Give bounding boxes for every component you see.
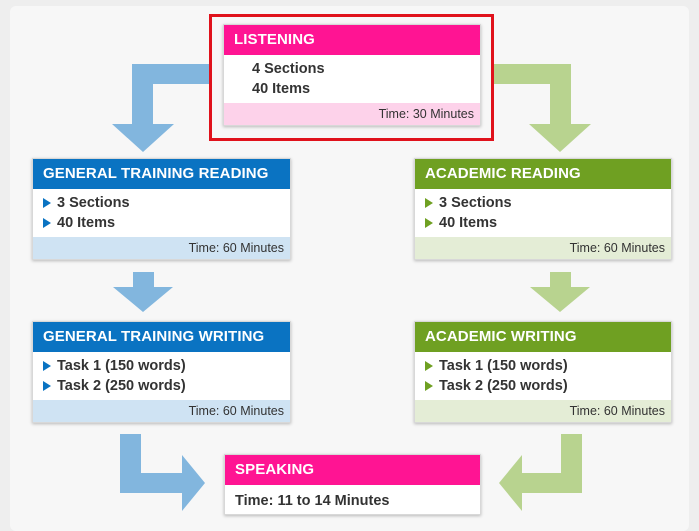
triangle-bullet-icon xyxy=(43,381,51,391)
gt-writing-time: Time: 60 Minutes xyxy=(33,400,290,422)
triangle-bullet-icon xyxy=(425,361,433,371)
gt-writing-title: GENERAL TRAINING WRITING xyxy=(33,322,290,352)
triangle-bullet-icon xyxy=(43,361,51,371)
list-item: 40 Items xyxy=(43,213,280,233)
arrow-gt-reading-to-gt-writing xyxy=(113,272,173,312)
gt-reading-box: GENERAL TRAINING READING 3 Sections 40 I… xyxy=(32,158,291,260)
academic-reading-time: Time: 60 Minutes xyxy=(415,237,671,259)
academic-writing-time: Time: 60 Minutes xyxy=(415,400,671,422)
academic-reading-title: ACADEMIC READING xyxy=(415,159,671,189)
triangle-bullet-icon xyxy=(425,218,433,228)
arrow-listening-to-academic-reading xyxy=(494,64,591,152)
arrow-gt-writing-to-speaking xyxy=(120,434,205,511)
speaking-time: Time: 11 to 14 Minutes xyxy=(235,493,390,509)
triangle-bullet-icon xyxy=(43,198,51,208)
triangle-bullet-icon xyxy=(425,381,433,391)
academic-writing-box: ACADEMIC WRITING Task 1 (150 words) Task… xyxy=(414,321,672,423)
speaking-box: SPEAKING Time: 11 to 14 Minutes xyxy=(224,454,481,515)
arrow-academic-writing-to-speaking xyxy=(499,434,582,511)
list-item: 3 Sections xyxy=(43,193,280,213)
arrow-listening-to-gt-reading xyxy=(112,64,210,152)
list-item: Task 2 (250 words) xyxy=(425,376,661,396)
list-item: 3 Sections xyxy=(425,193,661,213)
list-item: 40 Items xyxy=(425,213,661,233)
listening-items: 40 Items xyxy=(252,81,311,97)
gt-writing-box: GENERAL TRAINING WRITING Task 1 (150 wor… xyxy=(32,321,291,423)
triangle-bullet-icon xyxy=(425,198,433,208)
list-item: Task 1 (150 words) xyxy=(43,356,280,376)
gt-reading-title: GENERAL TRAINING READING xyxy=(33,159,290,189)
listening-sections: 4 Sections xyxy=(252,61,325,77)
listening-box: LISTENING 4 Sections 40 Items Time: 30 M… xyxy=(223,24,481,126)
academic-writing-title: ACADEMIC WRITING xyxy=(415,322,671,352)
list-item: Task 2 (250 words) xyxy=(43,376,280,396)
speaking-title: SPEAKING xyxy=(225,455,480,485)
listening-time: Time: 30 Minutes xyxy=(224,103,480,125)
listening-title: LISTENING xyxy=(224,25,480,55)
listening-highlight-frame xyxy=(209,14,494,141)
triangle-bullet-icon xyxy=(43,218,51,228)
academic-reading-box: ACADEMIC READING 3 Sections 40 Items Tim… xyxy=(414,158,672,260)
list-item: Task 1 (150 words) xyxy=(425,356,661,376)
gt-reading-time: Time: 60 Minutes xyxy=(33,237,290,259)
arrow-academic-reading-to-academic-writing xyxy=(530,272,590,312)
